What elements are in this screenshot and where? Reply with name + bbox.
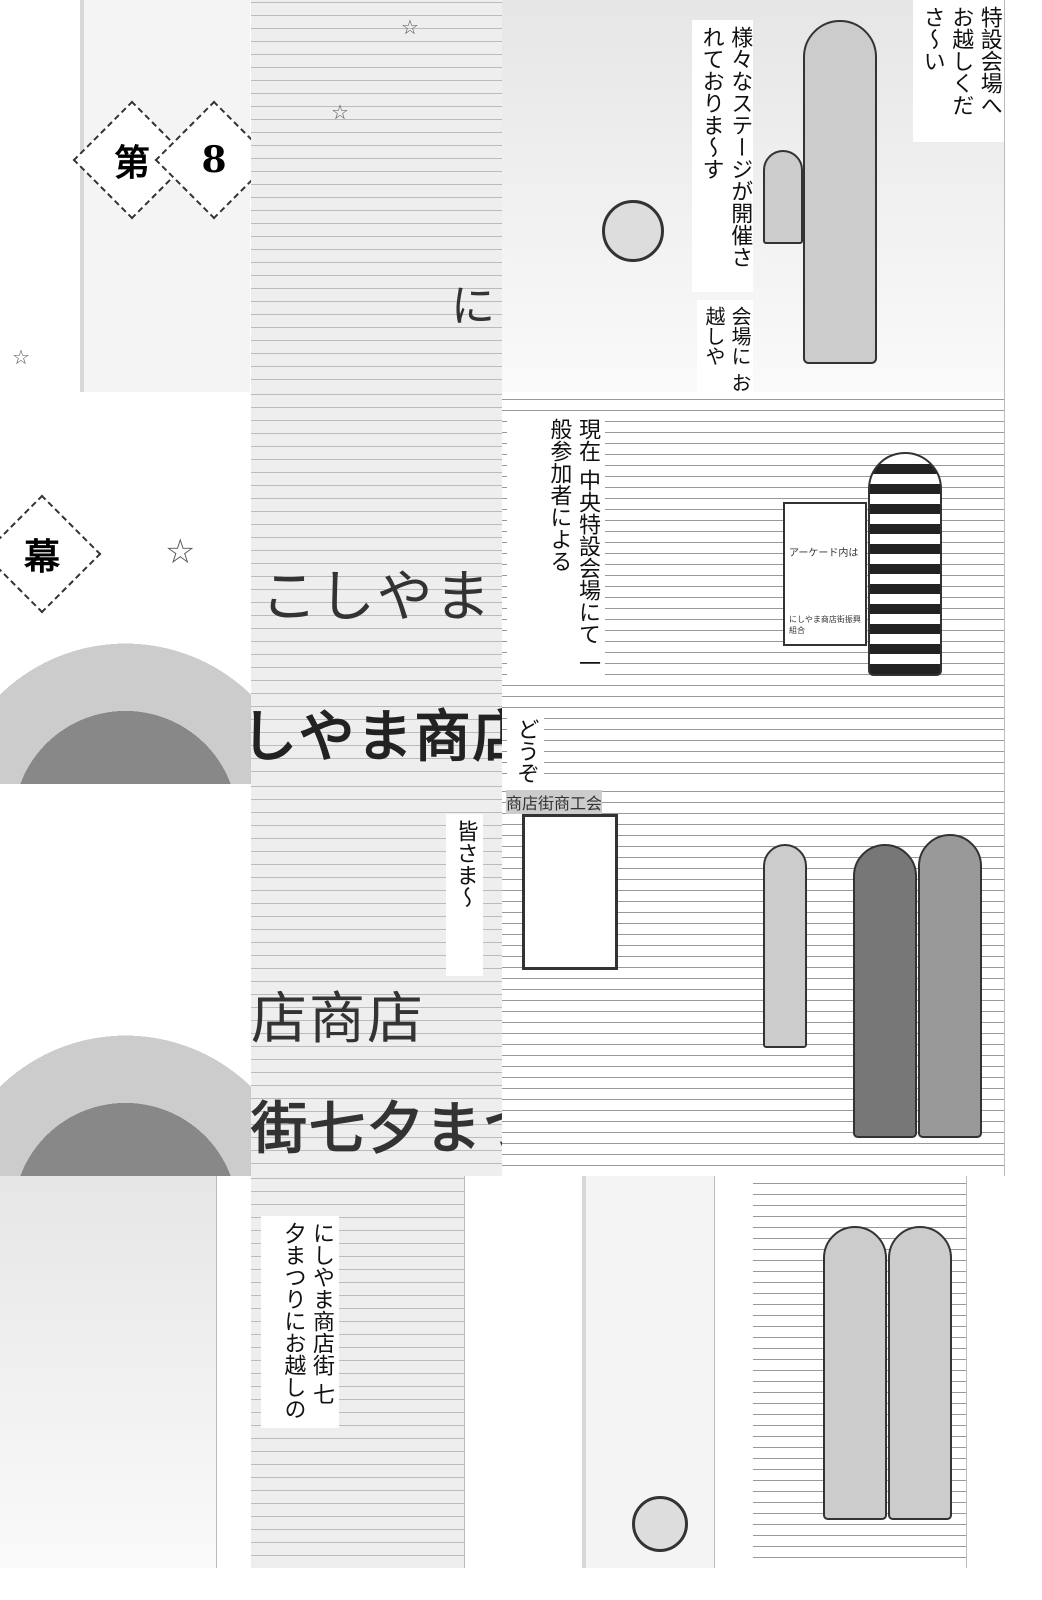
star-icon: ☆ <box>401 15 419 39</box>
panel-tile: 現在 中央特設会場にて 一般参加者による どうぞ <box>502 392 754 784</box>
yukata-figure <box>918 834 982 1138</box>
board-text: アーケード内は <box>789 548 859 559</box>
caption-venue: 特設会場へ お越しくださ～い <box>913 0 1004 142</box>
panel-tile <box>753 1176 967 1568</box>
man-figure <box>803 20 877 364</box>
chapter-number: 8 <box>201 139 227 181</box>
caption-current: 現在 中央特設会場にて 一般参加者による <box>507 412 605 684</box>
sign-fragment: に <box>451 281 497 332</box>
panel-tile: 様々なステージが開催されておりま～す 中央特設会場に お越しや <box>502 0 754 392</box>
star-icon: ☆ <box>12 345 30 369</box>
caption-welcome: にしやま商店街 七夕まつりにお越しの <box>261 1216 339 1428</box>
arch-sign-text: こしやま <box>261 565 493 630</box>
schoolgirl-figure <box>823 1226 887 1520</box>
chapter-number-badge: 8 <box>154 100 251 220</box>
child-figure <box>763 150 803 244</box>
caption-douzo: どうぞ <box>507 712 544 784</box>
yukata-figure <box>853 844 917 1138</box>
panel-tile <box>502 1176 715 1568</box>
panel-tile <box>753 784 1005 1176</box>
caption-minasama: 皆さま～ <box>446 814 483 976</box>
chapter-maku-badge: 幕 <box>0 494 102 614</box>
star-icon: ☆ <box>331 100 349 124</box>
panel-tile: 特設会場へ お越しくださ～い <box>753 0 1005 392</box>
arch-sign-text: しやま商店 <box>251 705 502 770</box>
arch-sign-text: 店商店 <box>251 987 425 1052</box>
panel-tile <box>0 1176 217 1568</box>
panel-tile: にしやま商店街 七夕まつりにお越しの <box>251 1176 465 1568</box>
star-icon: ☆ <box>165 532 196 572</box>
panel-tile: に ☆ ☆ <box>251 0 503 392</box>
panel-tile: 商店街商工会 <box>502 784 754 1176</box>
caption-stage: 様々なステージが開催されておりま～す <box>692 20 753 292</box>
panel-tile: 第 8 ☆ <box>0 0 252 392</box>
panel-tile <box>0 784 252 1176</box>
pedestrian-sign-icon <box>632 1496 688 1552</box>
notice-board: アーケード内は にしやま商店街振興組合 <box>783 502 867 646</box>
association-banner: 商店街商工会 <box>506 790 603 814</box>
passerby-figure <box>763 844 807 1048</box>
man-striped-figure <box>868 452 942 676</box>
pedestrian-sign-icon <box>602 200 664 262</box>
panel-tile: アーケード内は にしやま商店街振興組合 <box>753 392 1005 784</box>
board-text: にしやま商店街振興組合 <box>789 615 861 635</box>
panel-tile: 幕 ☆ <box>0 392 252 784</box>
schoolgirl-figure <box>888 1226 952 1520</box>
caption-central: 中央特設会場に お越しや <box>697 300 753 392</box>
chapter-maku: 幕 <box>23 536 60 578</box>
window <box>522 814 618 970</box>
panel-tile: こしやま しやま商店 <box>251 392 503 784</box>
